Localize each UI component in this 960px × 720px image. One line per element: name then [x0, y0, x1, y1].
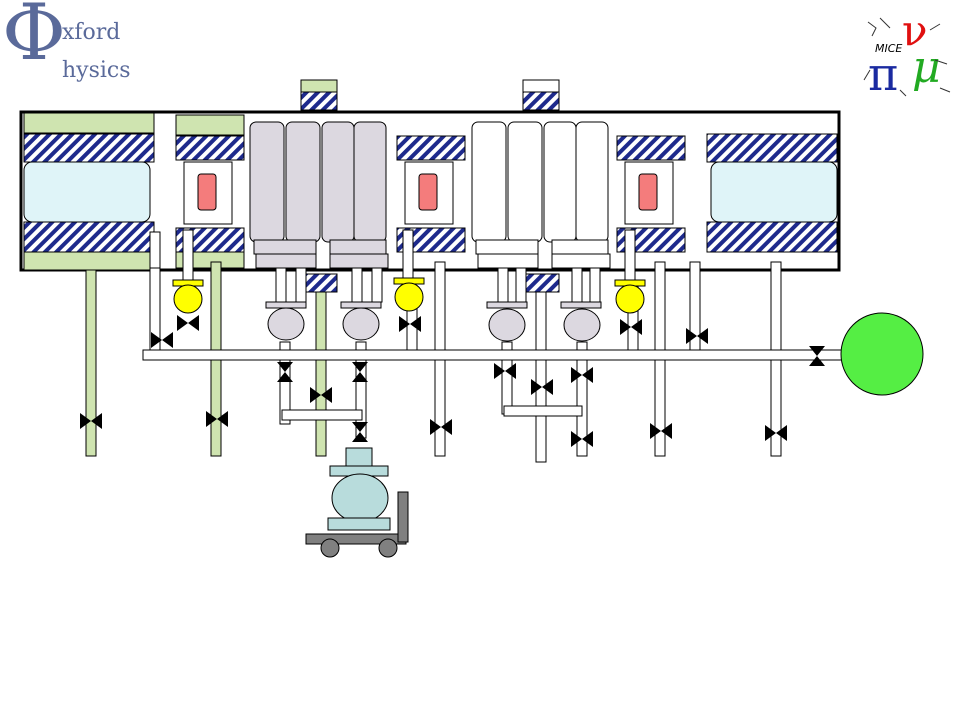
valve-symbols [80, 315, 825, 447]
mice-logo-text: MICE [875, 42, 902, 55]
left-top-plate [23, 112, 155, 134]
white-pipes [149, 229, 782, 463]
mice-logo: MICE π ν μ [863, 6, 951, 101]
mice-logo-mu: μ [912, 42, 941, 93]
bypass-pipe-1 [281, 409, 363, 421]
oxford-logo-text-line1: xford [62, 20, 121, 45]
cavity-right [710, 161, 838, 223]
hatched-block [396, 135, 466, 161]
hatched-block [616, 135, 686, 161]
coil-insert-1 [197, 173, 217, 211]
hatched-lower-port-2 [522, 273, 560, 293]
hatched-coil-right-bottom [706, 221, 838, 253]
mice-logo-nu: ν [902, 6, 928, 55]
header-pipe [142, 349, 844, 361]
oxford-physics-logo: Φ xford hysics [0, 0, 131, 90]
coil-box-3 [624, 161, 674, 225]
coil-insert-3 [638, 173, 658, 211]
hatched-port-2 [522, 91, 560, 111]
bypass-pipe-2 [503, 405, 583, 417]
hatched-port-1 [300, 91, 338, 111]
oxford-logo-text-line2: hysics [62, 58, 131, 83]
green-gas-tank [840, 312, 924, 396]
hatched-coil-right-top [706, 133, 838, 163]
yellow-relief-valves [172, 277, 646, 314]
hatched-coil-left-bottom [23, 221, 155, 253]
top-plate-2 [175, 114, 245, 136]
cavity-module-group-2 [471, 121, 611, 269]
left-bottom-plate [23, 251, 155, 271]
coil-insert-2 [418, 173, 438, 211]
top-port-plate-2 [522, 79, 560, 93]
mice-logo-pi: π [868, 47, 898, 101]
cavity-module-group-1 [249, 121, 389, 269]
oxford-phi-symbol: Φ [2, 0, 66, 78]
hatched-coil-left-top [23, 133, 155, 163]
hatched-block [175, 135, 245, 161]
vessel-outline [19, 110, 841, 272]
cavity-left [23, 161, 151, 223]
top-port-plate-1 [300, 79, 338, 93]
pump-cart [305, 447, 409, 558]
